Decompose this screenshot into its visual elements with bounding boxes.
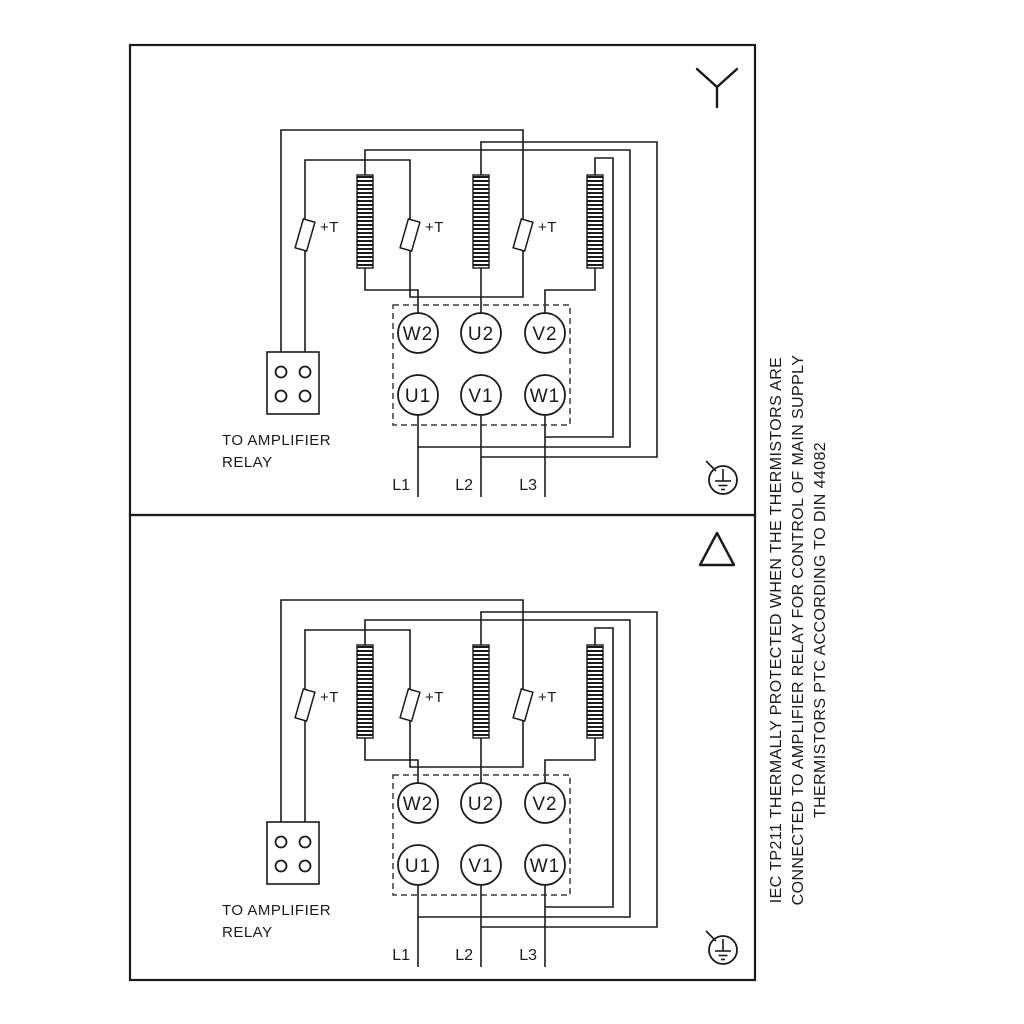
side-note-line-3: THERMISTORS PTC ACCORDING TO DIN 44082	[812, 442, 829, 818]
side-note-line-2: CONNECTED TO AMPLIFIER RELAY FOR CONTROL…	[790, 355, 807, 906]
star-panel-circuit	[221, 129, 738, 498]
delta-panel-border	[128, 513, 757, 982]
delta-panel-circuit	[221, 599, 738, 968]
side-note-line-1: IEC TP211 THERMALLY PROTECTED WHEN THE T…	[768, 357, 785, 903]
star-symbol	[695, 67, 739, 109]
delta-symbol	[698, 531, 736, 567]
side-note: IEC TP211 THERMALLY PROTECTED WHEN THE T…	[768, 355, 829, 906]
